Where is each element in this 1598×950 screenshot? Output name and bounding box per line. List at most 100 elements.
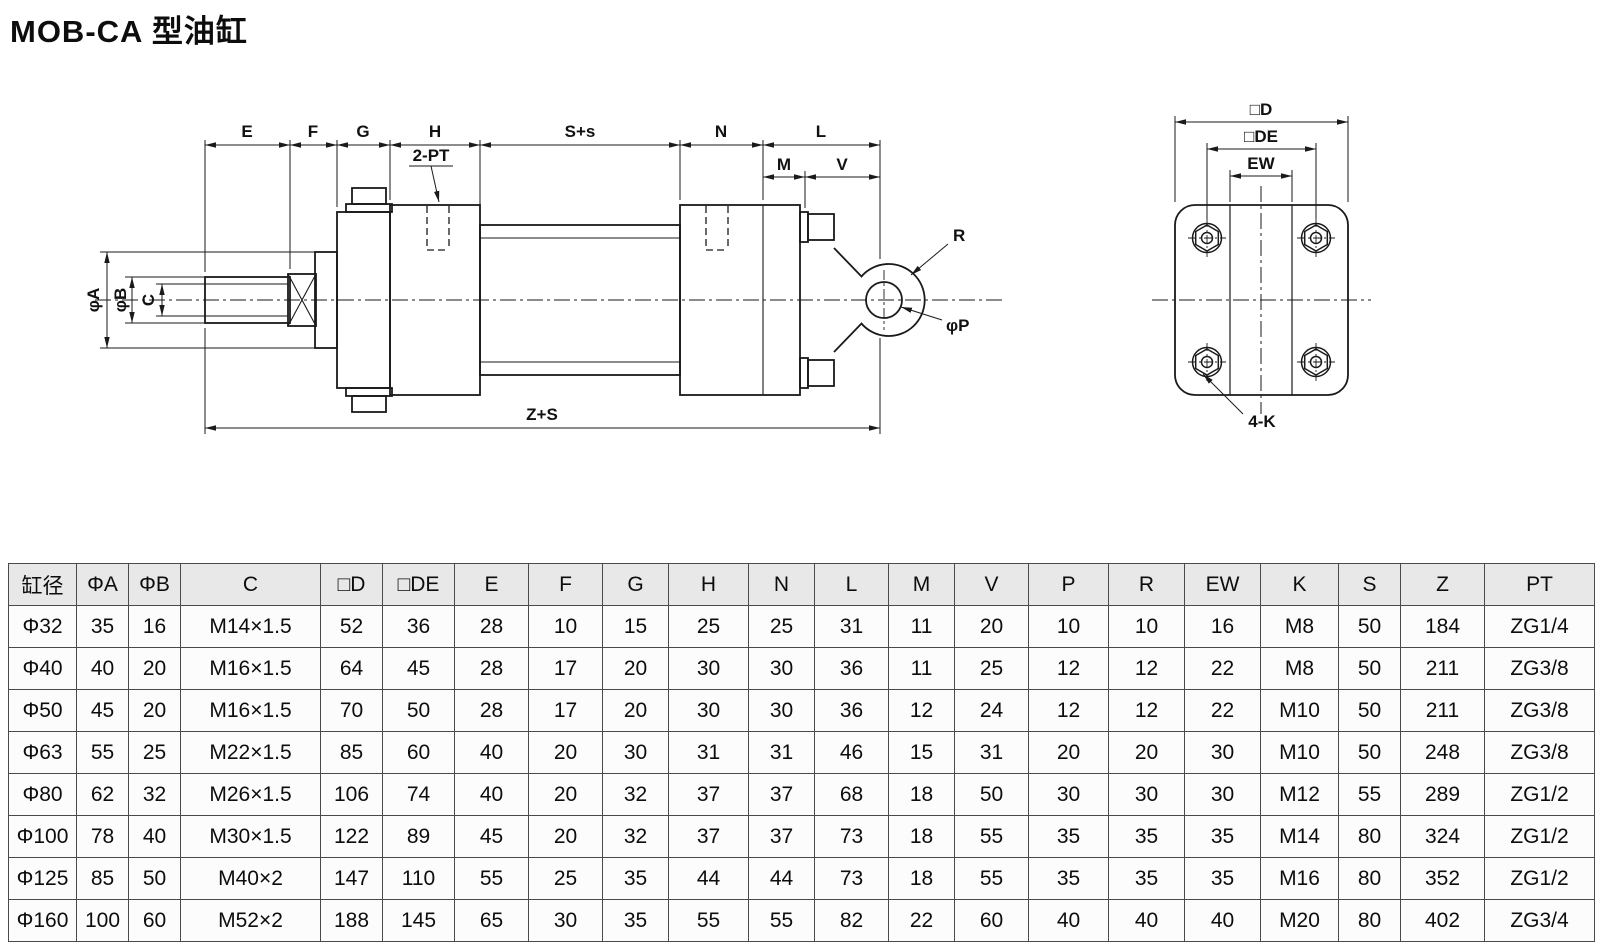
dim-label-e: E — [241, 122, 252, 141]
spec-cell: M16×1.5 — [180, 689, 321, 732]
spec-cell: ZG1/2 — [1484, 857, 1595, 900]
spec-cell: 55 — [954, 857, 1029, 900]
spec-cell: 15 — [602, 605, 669, 648]
spec-cell: 211 — [1400, 647, 1485, 690]
spec-cell: 31 — [954, 731, 1029, 774]
spec-cell: 50 — [1338, 605, 1401, 648]
dim-label-n: N — [715, 122, 727, 141]
cylinder-side-view — [95, 187, 1005, 413]
spec-cell: 188 — [320, 899, 383, 942]
column-header: □D — [320, 563, 383, 606]
spec-cell: 211 — [1400, 689, 1485, 732]
column-header: □DE — [382, 563, 455, 606]
bore-size-cell: Φ50 — [8, 689, 77, 732]
bore-size-cell: Φ32 — [8, 605, 77, 648]
dim-label-ew: EW — [1247, 154, 1275, 173]
spec-cell: M20 — [1260, 899, 1339, 942]
bore-size-cell: Φ160 — [8, 899, 77, 942]
spec-cell: M26×1.5 — [180, 773, 321, 816]
column-header: M — [888, 563, 955, 606]
spec-cell: 35 — [602, 857, 669, 900]
spec-cell: 24 — [954, 689, 1029, 732]
spec-cell: 20 — [528, 773, 603, 816]
spec-cell: 16 — [1184, 605, 1261, 648]
spec-cell: 40 — [454, 773, 529, 816]
column-header: K — [1260, 563, 1339, 606]
spec-cell: 30 — [668, 647, 749, 690]
spec-cell: 25 — [528, 857, 603, 900]
spec-cell: M14×1.5 — [180, 605, 321, 648]
spec-cell: M52×2 — [180, 899, 321, 942]
dim-label-4k: 4-K — [1248, 412, 1276, 431]
spec-cell: 55 — [668, 899, 749, 942]
spec-cell: 352 — [1400, 857, 1485, 900]
column-header: E — [454, 563, 529, 606]
dim-label-s-plus-s: S+s — [565, 122, 596, 141]
column-header: R — [1108, 563, 1185, 606]
spec-cell: 12 — [1028, 689, 1109, 732]
spec-cell: 30 — [748, 647, 815, 690]
spec-cell: M40×2 — [180, 857, 321, 900]
spec-cell: 402 — [1400, 899, 1485, 942]
spec-cell: 50 — [1338, 647, 1401, 690]
rear-tie-rod-nuts — [799, 211, 835, 389]
spec-cell: M14 — [1260, 815, 1339, 858]
cylinder-dimensions — [100, 140, 949, 434]
spec-cell: 20 — [602, 689, 669, 732]
spec-cell: 89 — [382, 815, 455, 858]
spec-cell: 32 — [128, 773, 181, 816]
spec-cell: 22 — [1184, 647, 1261, 690]
spec-cell: 100 — [76, 899, 129, 942]
column-header: H — [668, 563, 749, 606]
column-header: EW — [1184, 563, 1261, 606]
rear-cap — [679, 204, 801, 396]
spec-cell: 40 — [454, 731, 529, 774]
column-header: Z — [1400, 563, 1485, 606]
spec-cell: 78 — [76, 815, 129, 858]
spec-cell: 31 — [668, 731, 749, 774]
spec-cell: 106 — [320, 773, 383, 816]
spec-cell: 36 — [814, 647, 889, 690]
flange-dimensions — [1174, 116, 1349, 415]
spec-cell: 40 — [1028, 899, 1109, 942]
rod-wrench-flat — [287, 273, 317, 327]
spec-cell: 28 — [454, 689, 529, 732]
spec-cell: 80 — [1338, 815, 1401, 858]
spec-cell: 60 — [128, 899, 181, 942]
dim-label-box-d: □D — [1250, 100, 1273, 119]
bolt-hole — [1187, 342, 1227, 382]
dim-label-box-de: □DE — [1244, 127, 1278, 146]
spec-cell: 44 — [748, 857, 815, 900]
spec-cell: 80 — [1338, 899, 1401, 942]
technical-drawing: E F G H S+s N L M V 2-PT φA φB C Z+S R φ… — [84, 100, 1371, 434]
spec-cell: 12 — [888, 689, 955, 732]
spec-cell: 20 — [528, 731, 603, 774]
column-header: F — [528, 563, 603, 606]
spec-cell: 22 — [888, 899, 955, 942]
spec-cell: 147 — [320, 857, 383, 900]
spec-cell: M10 — [1260, 689, 1339, 732]
spec-cell: ZG1/4 — [1484, 605, 1595, 648]
spec-cell: 36 — [382, 605, 455, 648]
spec-cell: 82 — [814, 899, 889, 942]
column-header: N — [748, 563, 815, 606]
spec-cell: 60 — [382, 731, 455, 774]
spec-cell: 22 — [1184, 689, 1261, 732]
spec-cell: 12 — [1108, 647, 1185, 690]
spec-cell: 37 — [748, 773, 815, 816]
bore-size-cell: Φ100 — [8, 815, 77, 858]
spec-cell: 35 — [1108, 815, 1185, 858]
spec-cell: 36 — [814, 689, 889, 732]
spec-cell: 73 — [814, 815, 889, 858]
spec-cell: ZG3/8 — [1484, 731, 1595, 774]
flange-rear-view — [1152, 186, 1371, 414]
spec-cell: 30 — [748, 689, 815, 732]
column-header: C — [180, 563, 321, 606]
column-header: ΦA — [76, 563, 129, 606]
spec-cell: M12 — [1260, 773, 1339, 816]
spec-cell: 45 — [454, 815, 529, 858]
